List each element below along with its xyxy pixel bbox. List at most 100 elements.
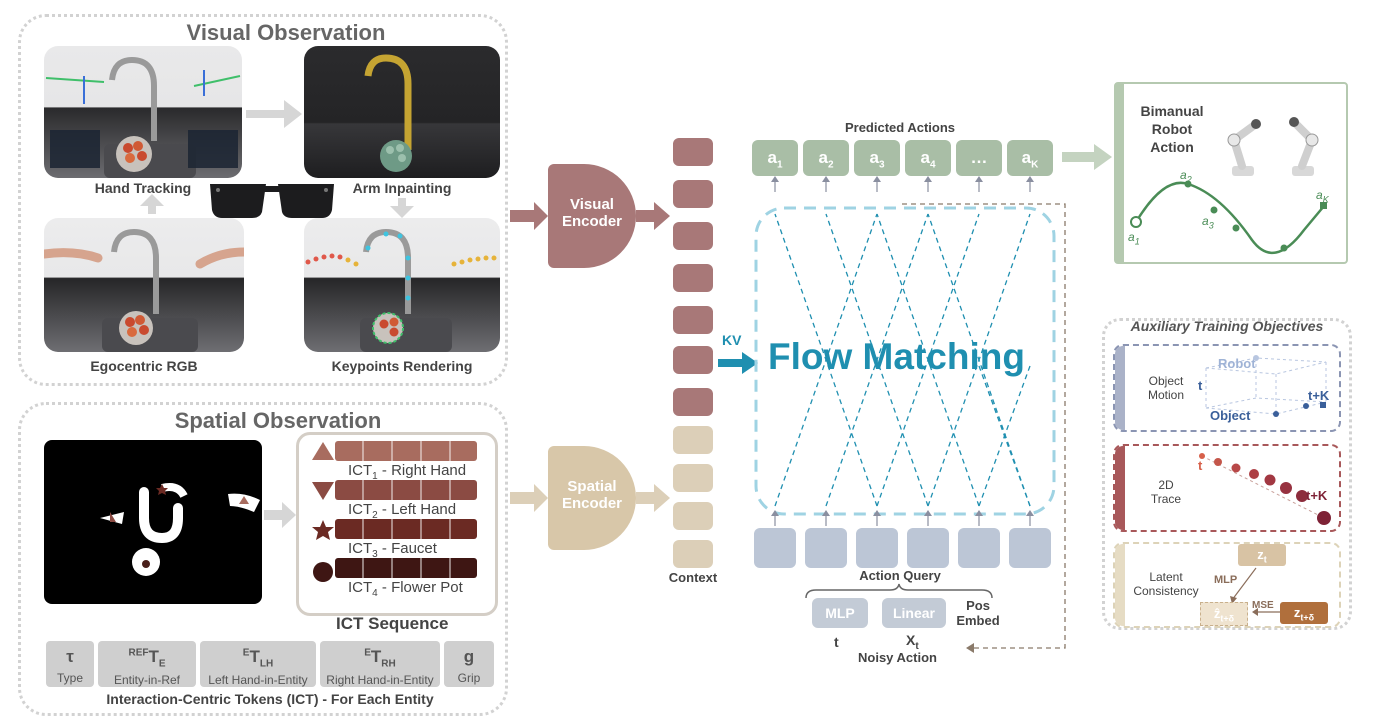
visual-observation-panel bbox=[18, 14, 508, 386]
egocentric-rgb-image bbox=[44, 218, 244, 352]
visual-encoder-label-2: Encoder bbox=[561, 213, 622, 230]
robot-arms-icon bbox=[1227, 117, 1319, 176]
predicted-action-2: a2 bbox=[803, 140, 849, 176]
encoder-arrows bbox=[510, 202, 670, 512]
kv-arrow bbox=[718, 352, 758, 374]
mlp-chip: MLP bbox=[812, 598, 868, 628]
predicted-action-4: a4 bbox=[905, 140, 951, 176]
time-input-label: t bbox=[834, 634, 839, 650]
kv-label: KV bbox=[722, 332, 742, 348]
mask-to-ict-arrow bbox=[264, 502, 296, 528]
context-token bbox=[673, 540, 713, 568]
context-token bbox=[673, 222, 713, 250]
bimanual-robot-action-box bbox=[1114, 82, 1348, 264]
linear-chip: Linear bbox=[882, 598, 946, 628]
flow-matching-lines bbox=[754, 176, 1066, 653]
predicted-action-ellipsis: … bbox=[956, 140, 1002, 176]
trace-tk-label: t+K bbox=[1306, 488, 1328, 503]
ict-row-2 bbox=[335, 480, 477, 500]
object-motion-object-label: Object bbox=[1210, 408, 1251, 423]
latent-zt-box: zt bbox=[1238, 544, 1286, 566]
action-query-label: Action Query bbox=[859, 568, 941, 583]
predicted-action-3: a3 bbox=[854, 140, 900, 176]
x-input-label: Xt bbox=[906, 632, 919, 652]
action-query-token bbox=[856, 528, 898, 568]
action-query-token bbox=[1009, 528, 1051, 568]
latent-zhat-box: ẑt+δ bbox=[1200, 602, 1248, 626]
keypoints-rendering-caption: Keypoints Rendering bbox=[331, 358, 473, 374]
circle-icon bbox=[313, 562, 333, 582]
latent-mlp-label: MLP bbox=[1214, 574, 1238, 586]
trace-t-label: t bbox=[1198, 458, 1203, 473]
context-token bbox=[673, 346, 713, 374]
trace-box bbox=[1113, 444, 1341, 532]
trace-diagram bbox=[1199, 453, 1331, 525]
spatial-observation-title: Spatial Observation bbox=[174, 408, 382, 433]
spatial-encoder: Spatial Encoder bbox=[548, 446, 636, 550]
object-motion-robot-label: Robot bbox=[1218, 356, 1256, 371]
noisy-action-label: Noisy Action bbox=[858, 650, 937, 665]
visual-process-arrows bbox=[140, 100, 414, 218]
latent-mse-label: MSE bbox=[1252, 600, 1274, 611]
smart-glasses-icon bbox=[210, 184, 334, 218]
context-token bbox=[673, 306, 713, 334]
ict-entity-icons bbox=[312, 442, 334, 582]
trajectory-label-a2: a2 bbox=[1180, 168, 1192, 185]
arm-inpainting-caption: Arm Inpainting bbox=[352, 180, 452, 196]
action-query-token bbox=[754, 528, 796, 568]
action-query-token bbox=[907, 528, 949, 568]
ict-label-3: ICT3 - Faucet bbox=[348, 540, 437, 560]
ict-sequence-label: ICT Sequence bbox=[336, 614, 449, 633]
egocentric-rgb-caption: Egocentric RGB bbox=[90, 358, 198, 374]
flow-matching-title: Flow Matching bbox=[768, 336, 1025, 377]
object-motion-t-label: t bbox=[1198, 378, 1203, 393]
action-query-token bbox=[958, 528, 1000, 568]
object-motion-box bbox=[1113, 344, 1341, 432]
ict-sequence-box bbox=[296, 432, 498, 616]
triangle-up-icon bbox=[312, 442, 334, 460]
ict-row-1 bbox=[335, 441, 477, 461]
keypoints-rendering-image bbox=[304, 218, 500, 352]
context-token bbox=[673, 426, 713, 454]
hand-tracking-caption: Hand Tracking bbox=[94, 180, 192, 196]
visual-encoder-label: Visual bbox=[570, 196, 614, 213]
star-icon bbox=[312, 520, 334, 540]
trajectory-label-ak: aK bbox=[1316, 188, 1329, 205]
ict-row-4 bbox=[335, 558, 477, 578]
action-query-token bbox=[805, 528, 847, 568]
ict-label-2: ICT2 - Left Hand bbox=[348, 501, 457, 521]
trajectory-label-a3: a3 bbox=[1202, 214, 1214, 231]
arm-inpainting-image bbox=[304, 46, 500, 178]
tokens-caption: Interaction-Centric Tokens (ICT) - For E… bbox=[106, 691, 434, 707]
context-label: Context bbox=[668, 570, 718, 585]
auxiliary-objectives-title: Auxiliary Training Objectives bbox=[1130, 318, 1324, 334]
ict-label-1: ICT1 - Right Hand bbox=[348, 462, 467, 482]
object-motion-diagram bbox=[1205, 355, 1327, 417]
context-token bbox=[673, 138, 713, 166]
entity-mask-image bbox=[44, 440, 262, 604]
predicted-actions-label: Predicted Actions bbox=[844, 120, 956, 135]
trajectory-label-a1: a1 bbox=[1128, 230, 1140, 247]
predicted-action-k: aK bbox=[1007, 140, 1053, 176]
context-token bbox=[673, 264, 713, 292]
object-motion-tk-label: t+K bbox=[1308, 388, 1330, 403]
triangle-down-icon bbox=[312, 482, 334, 500]
action-query-brace bbox=[805, 583, 993, 599]
visual-observation-title: Visual Observation bbox=[186, 20, 386, 45]
ict-label-4: ICT4 - Flower Pot bbox=[348, 579, 463, 599]
ict-row-3 bbox=[335, 519, 477, 539]
spatial-observation-panel bbox=[18, 402, 508, 716]
context-token bbox=[673, 502, 713, 530]
latent-znext-box: zt+δ bbox=[1280, 602, 1328, 624]
predicted-action-1: a1 bbox=[752, 140, 798, 176]
auxiliary-objectives-panel bbox=[1102, 318, 1352, 630]
